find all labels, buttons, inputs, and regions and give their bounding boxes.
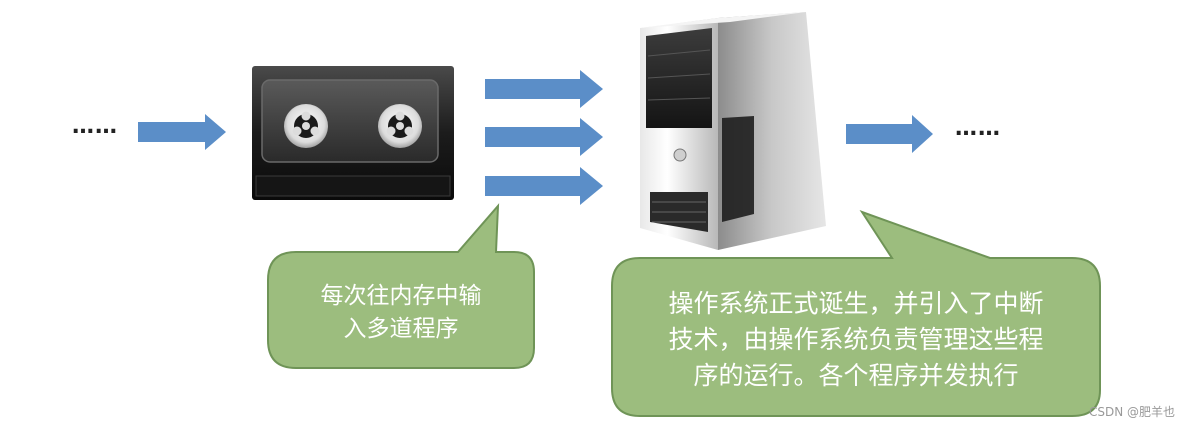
- computer-tower-icon: [640, 12, 826, 250]
- program-arrow-1: [485, 70, 603, 108]
- left-ellipsis: ……: [72, 114, 118, 139]
- os-note-line-2: 技术，由操作系统负责管理这些程: [668, 325, 1044, 354]
- os-note-text: 操作系统正式诞生，并引入了中断 技术，由操作系统负责管理这些程 序的运行。各个程…: [614, 286, 1098, 394]
- tape-note-line-1: 每次往内存中输: [320, 283, 482, 309]
- tape-note-text: 每次往内存中输 入多道程序: [270, 280, 532, 346]
- program-arrow-3: [485, 167, 603, 205]
- tape-note-line-2: 入多道程序: [343, 316, 459, 342]
- output-arrow: [846, 115, 933, 153]
- os-note-callout: [611, 210, 1101, 417]
- tape-drive-icon: [252, 66, 454, 200]
- os-note-line-3: 序的运行。各个程序并发执行: [693, 361, 1019, 390]
- os-note-line-1: 操作系统正式诞生，并引入了中断: [668, 289, 1044, 318]
- program-arrow-2: [485, 118, 603, 156]
- tape-reel-right-icon: [378, 104, 422, 148]
- tape-reel-left-icon: [284, 104, 328, 148]
- right-ellipsis: ……: [955, 116, 1001, 141]
- input-arrow: [138, 114, 226, 150]
- tape-note-callout: [267, 203, 535, 369]
- watermark: CSDN @肥羊也: [1088, 405, 1175, 419]
